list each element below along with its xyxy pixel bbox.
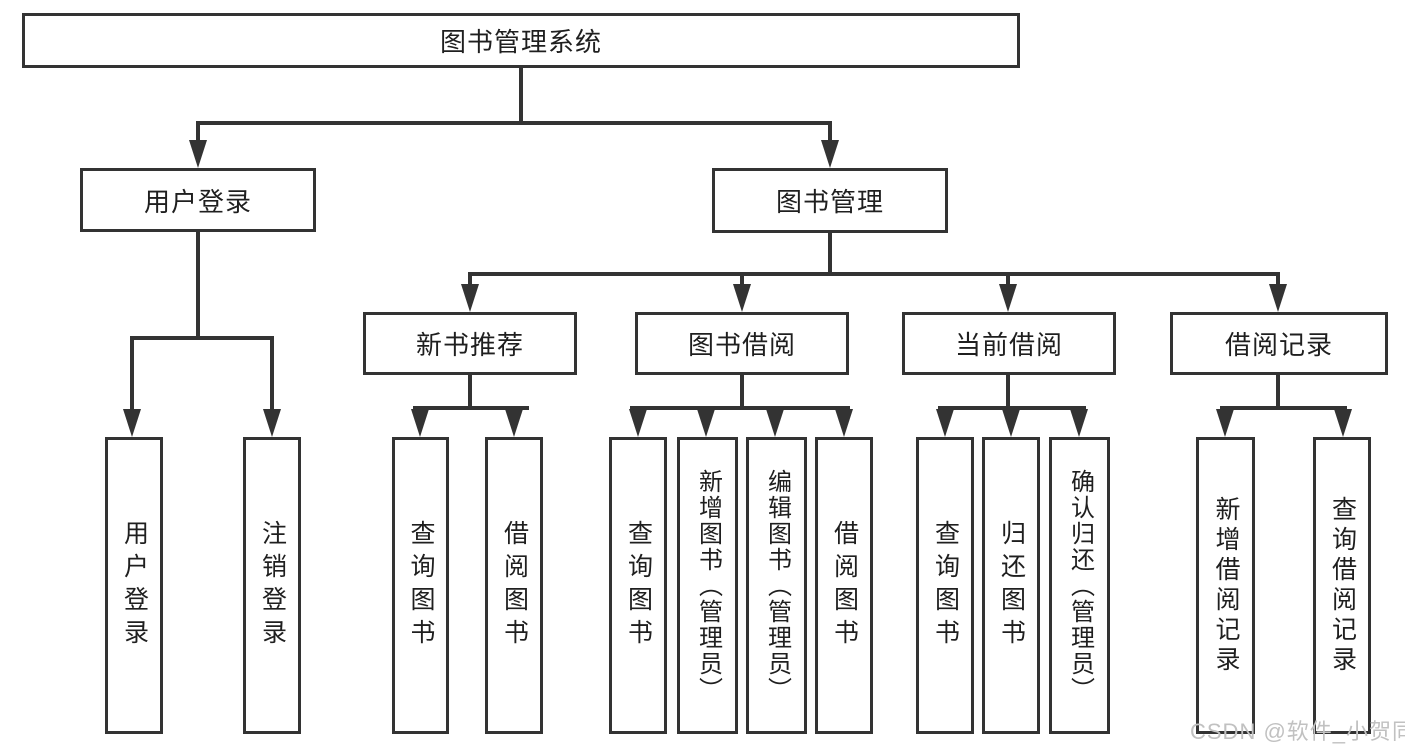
node-borrow-records: 借阅记录 bbox=[1170, 312, 1388, 375]
connector-book-management-split bbox=[468, 272, 1280, 276]
connector-borrow-records-split bbox=[1220, 406, 1347, 410]
connector-borrow-records-stem bbox=[1276, 375, 1280, 408]
connector-stem-leaf-user-login bbox=[130, 336, 134, 410]
arrowhead-borrow-books-1 bbox=[505, 409, 523, 437]
leaf-logout-label: 注销登录 bbox=[258, 519, 287, 652]
leaf-confirm-return-admin: 确认归还（管理员） bbox=[1049, 437, 1110, 734]
leaf-edit-book-admin: 编辑图书（管理员） bbox=[746, 437, 807, 734]
connector-stem-new-book bbox=[468, 272, 472, 286]
leaf-query-borrow-record-label: 查询借阅记录 bbox=[1328, 495, 1357, 676]
leaf-logout: 注销登录 bbox=[243, 437, 301, 734]
connector-book-management-stem bbox=[828, 233, 832, 272]
connector-new-book-split bbox=[413, 406, 529, 410]
leaf-user-login-label: 用户登录 bbox=[120, 519, 149, 652]
arrowhead-borrow-books-2 bbox=[835, 409, 853, 437]
connector-stem-borrow-records bbox=[1276, 272, 1280, 286]
node-user-login-label: 用户登录 bbox=[143, 186, 252, 217]
node-book-borrow-label: 图书借阅 bbox=[687, 330, 796, 360]
leaf-confirm-return-admin-label: 确认归还（管理员） bbox=[1066, 468, 1094, 703]
node-book-management-label: 图书管理 bbox=[775, 187, 884, 217]
connector-stem-book-borrow bbox=[740, 272, 744, 286]
csdn-watermark: CSDN @软件_小贺同学 bbox=[1190, 719, 1405, 744]
arrowhead-query-borrow-record bbox=[1334, 409, 1352, 437]
arrowhead-return-books bbox=[1002, 409, 1020, 437]
node-current-borrow: 当前借阅 bbox=[902, 312, 1116, 375]
node-book-borrow: 图书借阅 bbox=[635, 312, 849, 375]
arrowhead-user-login bbox=[189, 140, 207, 168]
arrowhead-add-borrow-record bbox=[1216, 409, 1234, 437]
connector-user-login-stem bbox=[196, 232, 200, 336]
connector-stem-current-borrow bbox=[1006, 272, 1010, 286]
arrowhead-confirm-return bbox=[1070, 409, 1088, 437]
leaf-query-borrow-record: 查询借阅记录 bbox=[1313, 437, 1371, 734]
leaf-borrow-books-2: 借阅图书 bbox=[815, 437, 873, 734]
connector-new-book-stem bbox=[468, 375, 472, 406]
leaf-query-books-1: 查询图书 bbox=[392, 437, 449, 734]
node-new-book-recommend-label: 新书推荐 bbox=[415, 330, 524, 360]
node-current-borrow-label: 当前借阅 bbox=[954, 330, 1063, 360]
leaf-add-borrow-record: 新增借阅记录 bbox=[1196, 437, 1255, 734]
connector-stem-leaf-logout bbox=[270, 336, 274, 410]
arrowhead-borrow-records bbox=[1269, 284, 1287, 312]
leaf-add-borrow-record-label: 新增借阅记录 bbox=[1212, 495, 1240, 676]
connector-current-borrow-split bbox=[938, 406, 1086, 410]
leaf-query-books-3-label: 查询图书 bbox=[931, 519, 960, 652]
node-book-management: 图书管理 bbox=[712, 168, 948, 233]
arrowhead-query-books-2 bbox=[629, 409, 647, 437]
arrowhead-leaf-user-login bbox=[123, 409, 141, 437]
arrowhead-book-management bbox=[821, 140, 839, 168]
arrowhead-current-borrow bbox=[999, 284, 1017, 312]
connector-root-stem bbox=[519, 68, 523, 121]
leaf-add-book-admin-label: 新增图书（管理员） bbox=[694, 468, 722, 703]
leaf-borrow-books-1: 借阅图书 bbox=[485, 437, 543, 734]
leaf-return-books: 归还图书 bbox=[982, 437, 1040, 734]
connector-stem-user-login bbox=[196, 121, 200, 142]
arrowhead-book-borrow bbox=[733, 284, 751, 312]
leaf-query-books-1-label: 查询图书 bbox=[407, 519, 435, 652]
leaf-query-books-2-label: 查询图书 bbox=[624, 519, 653, 652]
node-borrow-records-label: 借阅记录 bbox=[1224, 330, 1333, 360]
arrowhead-edit-book bbox=[766, 409, 784, 437]
connector-user-login-split bbox=[130, 336, 274, 340]
leaf-edit-book-admin-label: 编辑图书（管理员） bbox=[763, 468, 791, 703]
arrowhead-leaf-logout bbox=[263, 409, 281, 437]
arrowhead-query-books-1 bbox=[411, 409, 429, 437]
connector-stem-book-management bbox=[828, 121, 832, 142]
node-root-label: 图书管理系统 bbox=[439, 27, 602, 57]
leaf-add-book-admin: 新增图书（管理员） bbox=[677, 437, 738, 734]
leaf-query-books-2: 查询图书 bbox=[609, 437, 667, 734]
leaf-query-books-3: 查询图书 bbox=[916, 437, 974, 734]
node-new-book-recommend: 新书推荐 bbox=[363, 312, 577, 375]
leaf-borrow-books-1-label: 借阅图书 bbox=[500, 519, 529, 652]
arrowhead-new-book bbox=[461, 284, 479, 312]
connector-book-borrow-stem bbox=[740, 375, 744, 406]
leaf-borrow-books-2-label: 借阅图书 bbox=[830, 519, 859, 652]
connector-root-split bbox=[196, 121, 832, 125]
connector-current-borrow-stem bbox=[1006, 375, 1010, 406]
leaf-return-books-label: 归还图书 bbox=[997, 519, 1026, 652]
node-root: 图书管理系统 bbox=[22, 13, 1020, 68]
arrowhead-add-book bbox=[697, 409, 715, 437]
arrowhead-query-books-3 bbox=[936, 409, 954, 437]
connector-book-borrow-split bbox=[630, 406, 850, 410]
leaf-user-login: 用户登录 bbox=[105, 437, 163, 734]
node-user-login: 用户登录 bbox=[80, 168, 316, 232]
